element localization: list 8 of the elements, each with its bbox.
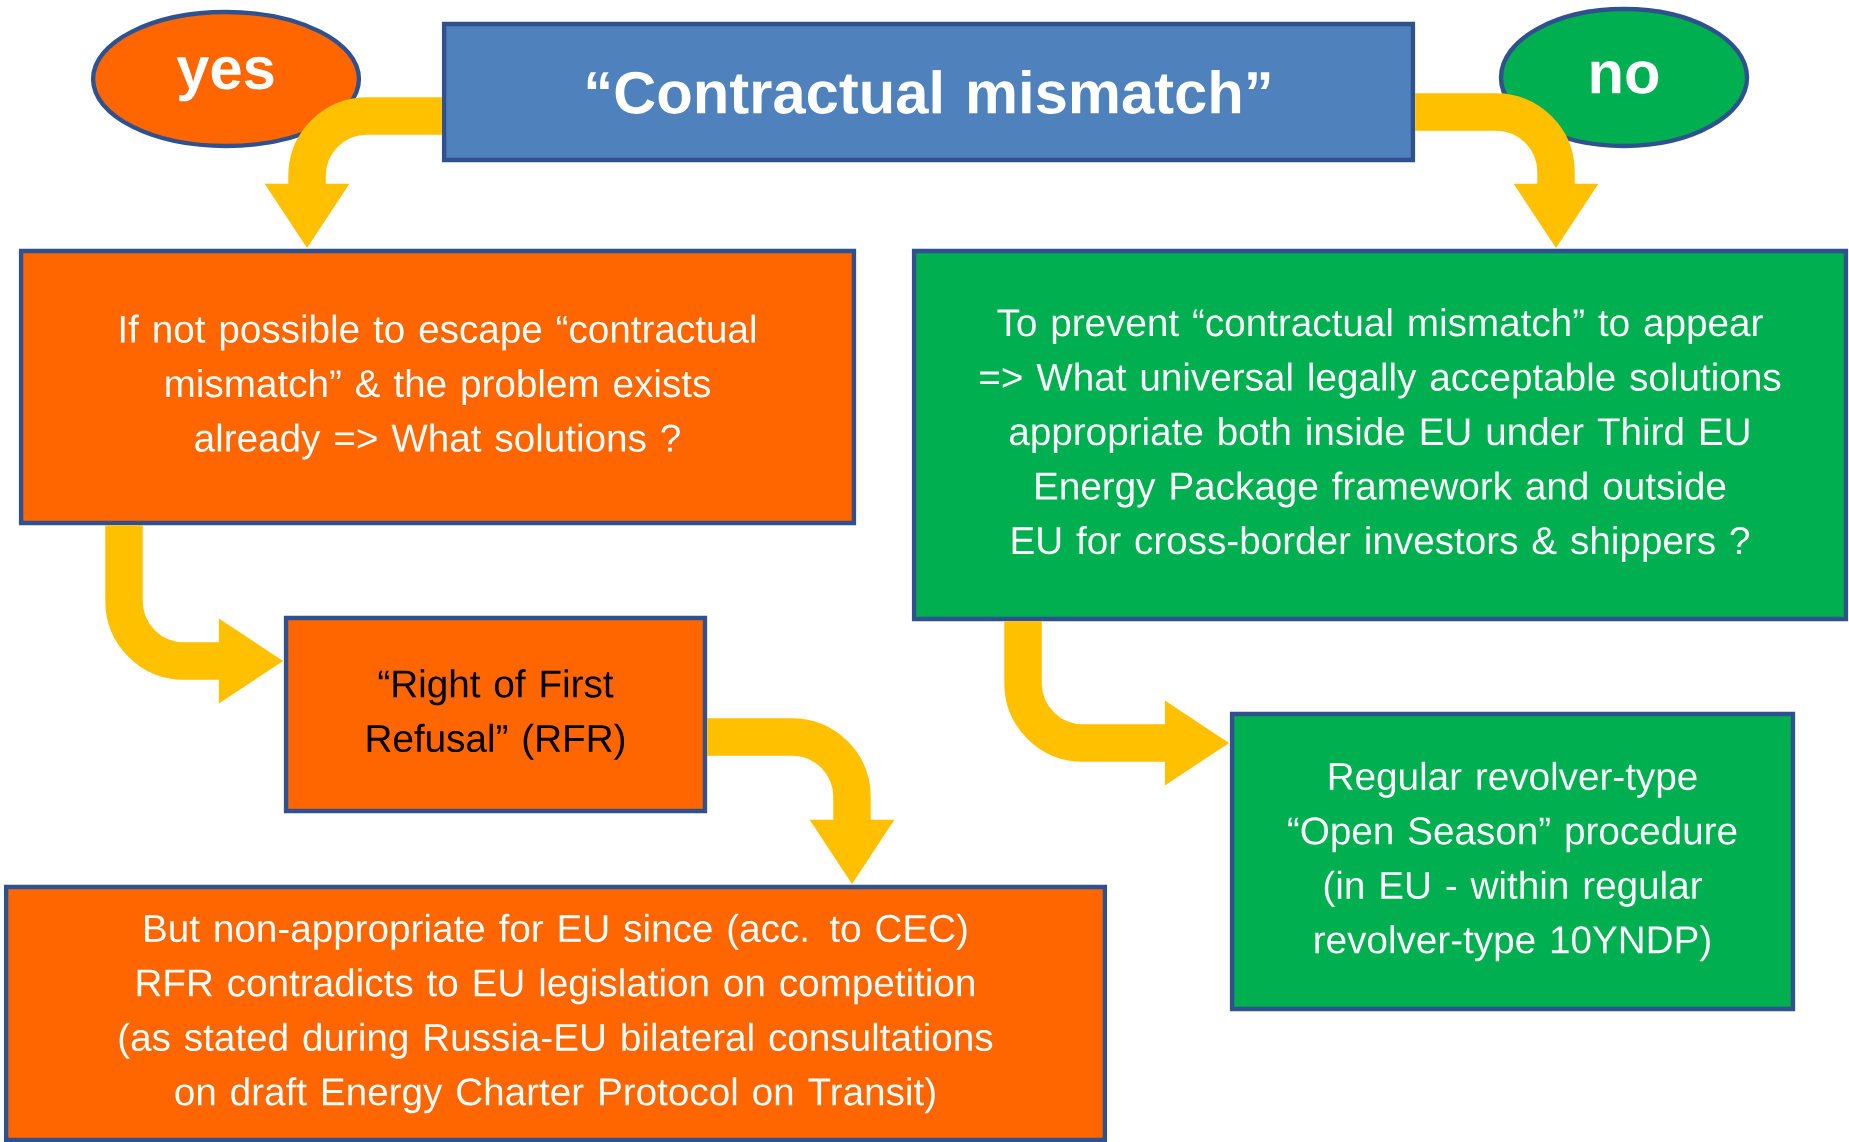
oval-label: no: [1498, 6, 1750, 149]
oval-label: yes: [90, 9, 362, 149]
question-box: To prevent “contractual mismatch” to appear => What universal legally acceptable solutions appropriate both inside EU under Third EU Energy Package framework and outside EU for cross-border investors & shippers ?: [911, 248, 1849, 622]
answer-box: But non-appropriate for EU since (acc. to CEC) RFR contradicts to EU legislation on competition (as stated during Russia-EU bilateral consultations on draft Energy Charter Protocol on Transit): [3, 884, 1108, 1142]
answer-box: “Right of First Refusal” (RFR): [283, 615, 708, 814]
title-box: “Contractual mismatch”: [441, 21, 1416, 163]
answer-box: Regular revolver-type “Open Season” procedure (in EU - within regular revolver-type 10YNDP): [1229, 711, 1796, 1012]
question-box: If not possible to escape “contractual mismatch” & the problem exists already => What solutions ?: [18, 248, 857, 526]
